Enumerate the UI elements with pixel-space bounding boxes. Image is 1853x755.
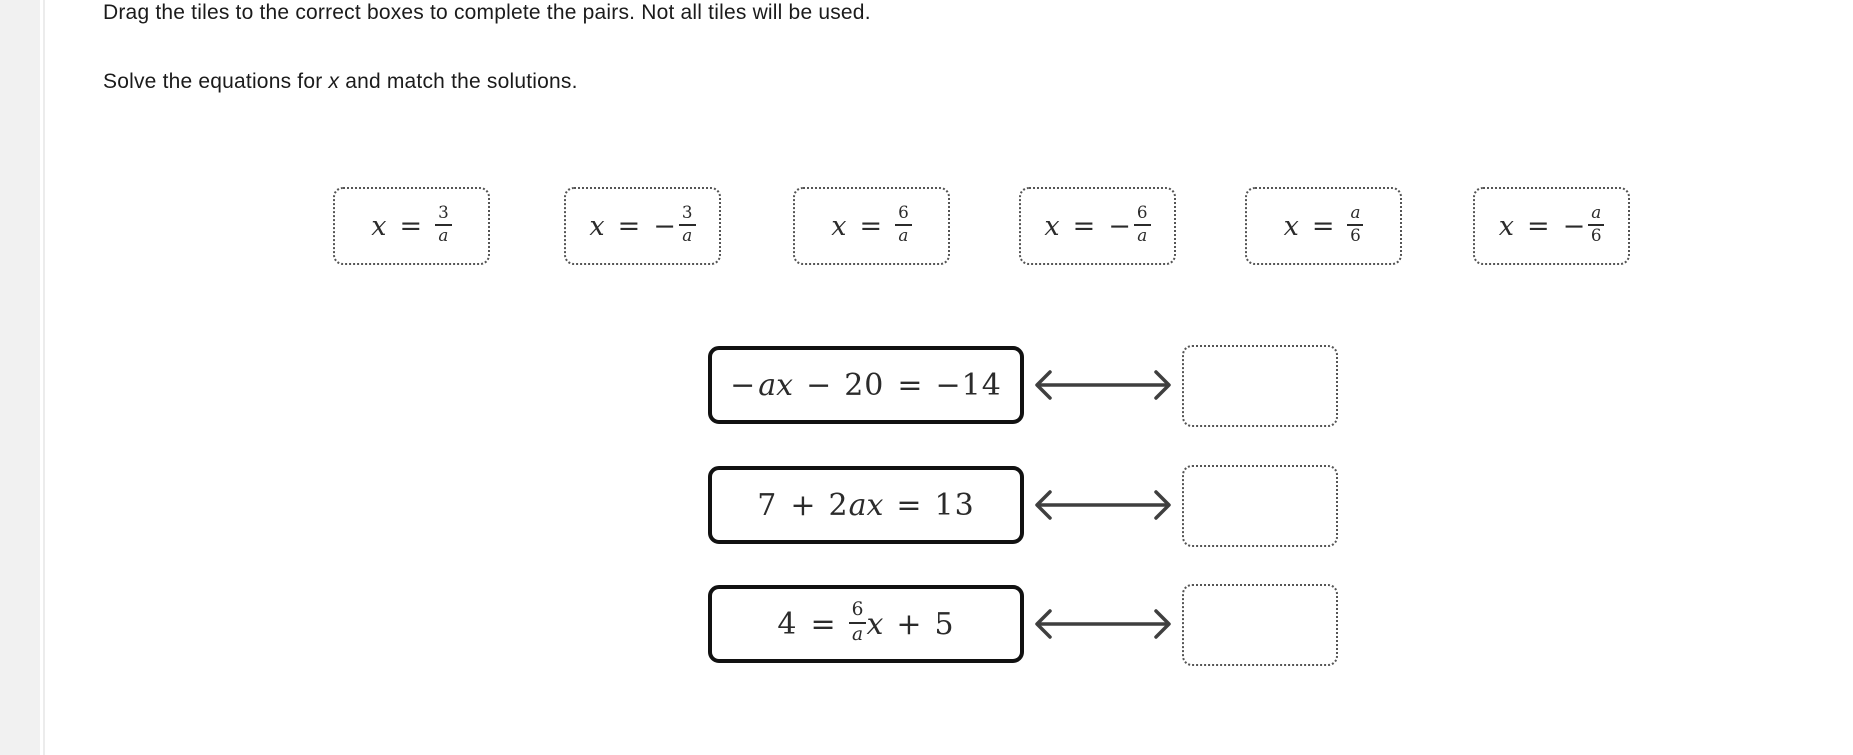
prompt-text-after: and match the solutions. bbox=[339, 70, 578, 93]
drop-box-1[interactable] bbox=[1182, 345, 1338, 427]
prompt-text-before: Solve the equations for bbox=[103, 70, 329, 93]
drop-box-2[interactable] bbox=[1182, 465, 1338, 547]
left-right-arrow-icon bbox=[1032, 606, 1174, 642]
left-right-arrow-icon bbox=[1032, 367, 1174, 403]
prompt-line: Solve the equations for x and match the … bbox=[103, 70, 578, 93]
content-divider-line bbox=[43, 0, 45, 755]
left-gutter-strip bbox=[0, 0, 40, 755]
drop-box-3[interactable] bbox=[1182, 584, 1338, 666]
instruction-line: Drag the tiles to the correct boxes to c… bbox=[103, 1, 871, 24]
prompt-variable-x: x bbox=[328, 70, 340, 93]
left-right-arrow-icon bbox=[1032, 487, 1174, 523]
